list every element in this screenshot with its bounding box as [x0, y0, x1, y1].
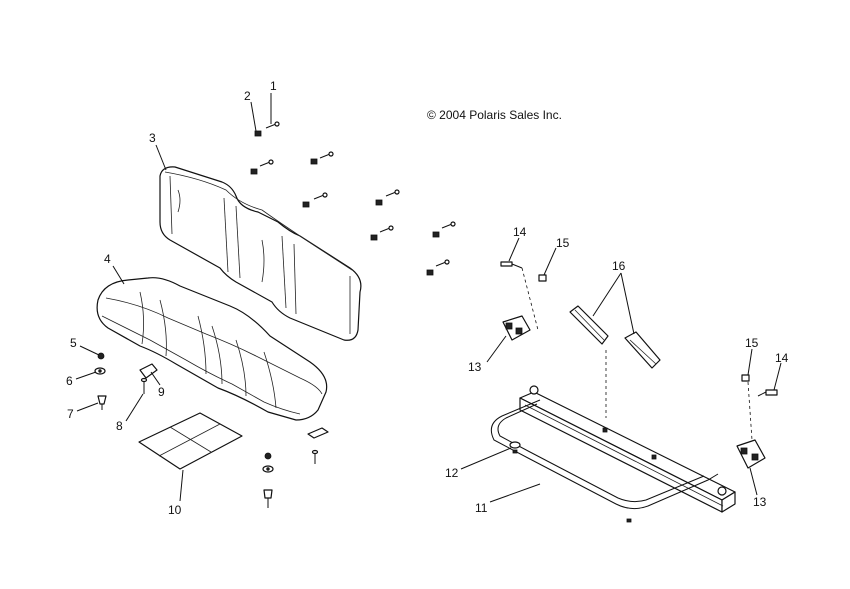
callout-14-right: 14	[775, 351, 789, 365]
guide-line	[521, 267, 539, 331]
bolt-14-right	[757, 389, 778, 397]
callout-9: 9	[158, 385, 165, 399]
fastener-stack	[262, 449, 319, 508]
nut-15-left	[538, 274, 547, 282]
nut-15-right	[741, 374, 750, 382]
copyright-notice: © 2004 Polaris Sales Inc.	[427, 108, 562, 122]
callout-16: 16	[612, 259, 626, 273]
callout-11: 11	[475, 501, 488, 515]
callout-5: 5	[70, 336, 77, 350]
latch-13-left	[502, 315, 531, 341]
clip-right-seat	[307, 427, 329, 439]
callout-3: 3	[149, 131, 156, 145]
bumper-12	[509, 441, 521, 449]
nut-5	[97, 352, 105, 360]
callout-1: 1	[270, 79, 277, 93]
washer-6	[94, 367, 106, 375]
bolt-8	[140, 377, 148, 394]
seat-frame-11	[490, 385, 736, 523]
callout-8: 8	[116, 419, 123, 433]
callout-10: 10	[168, 503, 182, 517]
callout-7: 7	[67, 407, 74, 421]
strap-16-b	[624, 331, 661, 369]
callout-4: 4	[104, 252, 111, 266]
clip-nut-set	[250, 130, 440, 276]
screw-set	[259, 121, 456, 267]
seat-cushion	[96, 277, 328, 421]
callout-13-left: 13	[468, 360, 482, 374]
hook-loop-pad-10	[138, 412, 243, 470]
callout-2: 2	[244, 89, 251, 103]
fastener-7	[97, 395, 107, 410]
strap-16-a	[569, 305, 609, 345]
seat-back	[159, 166, 362, 341]
leader-lines	[75, 93, 782, 503]
callout-15-right: 15	[745, 336, 759, 350]
callout-12: 12	[445, 466, 459, 480]
callout-14-left: 14	[513, 225, 527, 239]
callout-15-left: 15	[556, 236, 570, 250]
callout-13-right: 13	[753, 495, 767, 509]
bolt-14-left	[500, 261, 523, 269]
bracket-9	[139, 363, 158, 379]
guide-line	[747, 381, 753, 441]
callout-6: 6	[66, 374, 73, 388]
latch-13-right	[736, 439, 766, 469]
